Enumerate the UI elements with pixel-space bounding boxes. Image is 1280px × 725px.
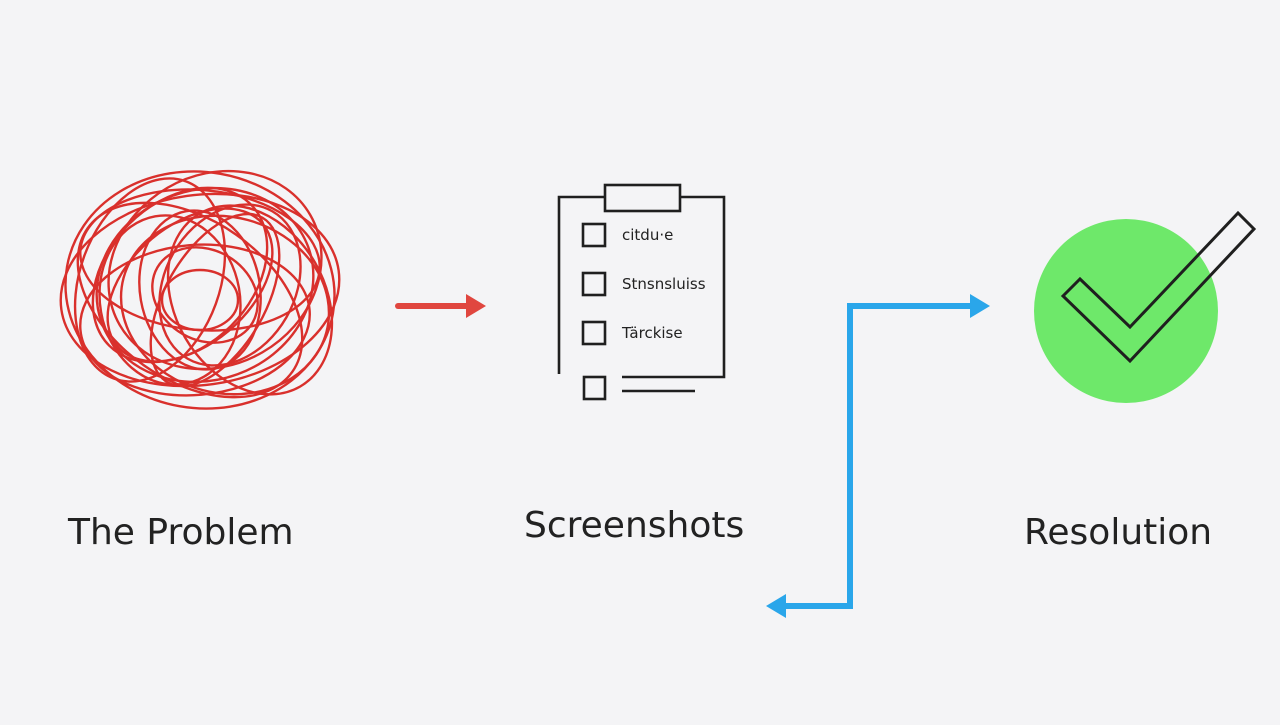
blue-arrow-head-right (970, 294, 990, 318)
checklist-item-3: Tärckise (621, 324, 683, 342)
red-arrow-head (466, 294, 486, 318)
scribble-loop (98, 214, 242, 386)
clipboard-clip (603, 183, 682, 213)
scribble-loop (138, 209, 262, 371)
scribble-loop (107, 169, 323, 371)
clipboard-right-edge (622, 195, 726, 379)
blue-elbow-connector (766, 294, 990, 618)
checkmark-circle-icon (1034, 210, 1257, 403)
step-label-screenshots: Screenshots (524, 505, 745, 546)
scribble-loop (79, 243, 311, 397)
checklist-item-2: Stnsnsluiss (622, 275, 706, 293)
clipboard-left-edge (557, 195, 605, 374)
resolution-circle (1034, 219, 1218, 403)
scribble-loop (64, 170, 336, 410)
scribble-loop (160, 268, 240, 332)
clipboard-checklist-icon: citdu·e Stnsnsluiss Tärckise (557, 183, 726, 401)
scribble-loop (59, 192, 341, 388)
checkbox-2 (581, 271, 607, 297)
scribble-loop (149, 212, 281, 388)
checkbox-4 (582, 375, 607, 401)
blue-arrow-head-left (766, 594, 786, 618)
checkbox-1 (581, 222, 607, 248)
scribble-loop (106, 207, 274, 363)
step-label-problem: The Problem (68, 512, 294, 553)
red-arrow-connector (395, 294, 486, 318)
checkbox-3 (581, 320, 607, 346)
check-mark (1060, 210, 1257, 364)
blue-connector-line (782, 303, 976, 609)
scribble-loop (73, 177, 227, 383)
scribble-loop (119, 214, 331, 396)
checklist-item-1: citdu·e (622, 226, 673, 244)
step-label-resolution: Resolution (1024, 512, 1213, 553)
scribble-icon (59, 169, 341, 410)
